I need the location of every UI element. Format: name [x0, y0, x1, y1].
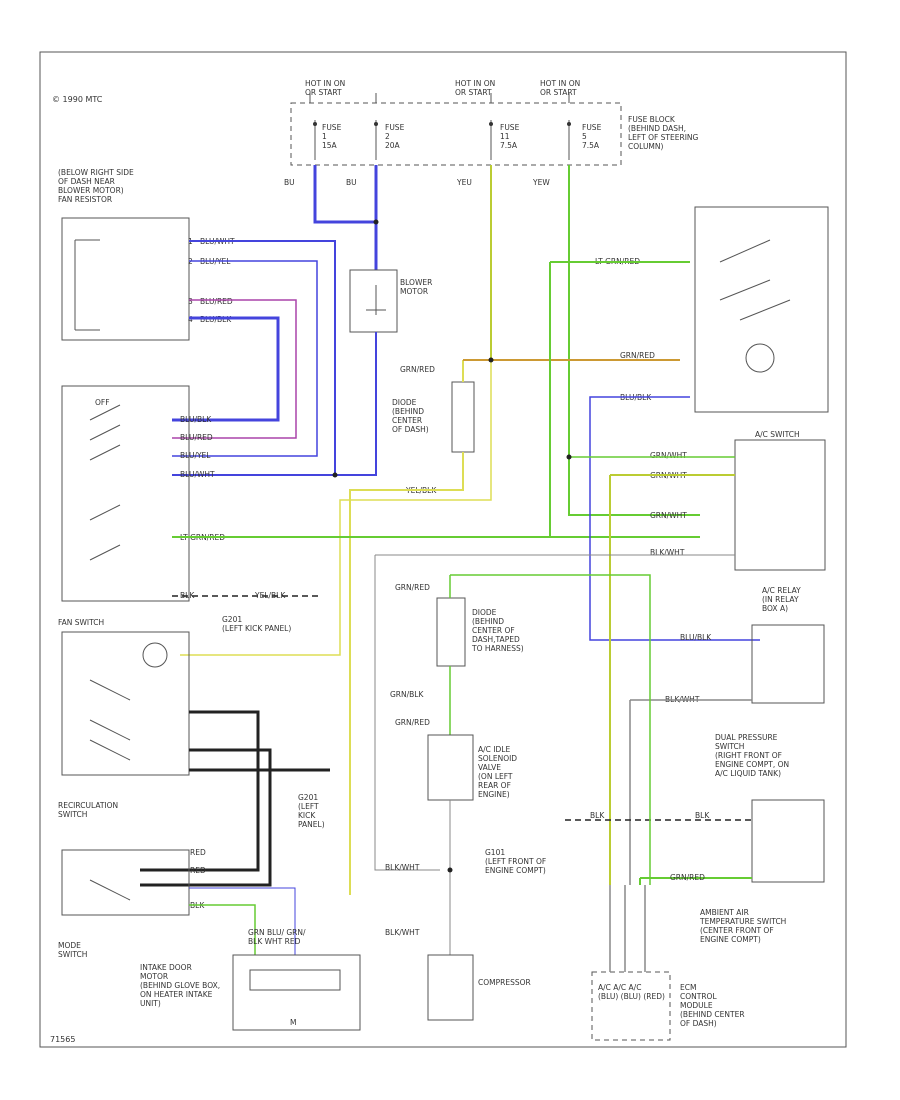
fan-wire-yel: BLU/YEL [180, 451, 211, 460]
wire-mode-blu [189, 887, 296, 955]
wire-label-yew: YEW [532, 178, 550, 187]
intake-motor-m: M [290, 1018, 296, 1027]
fan-switch[interactable]: OFF BLU/BLK BLU/RED BLU/YEL BLU/WHT LT G… [61, 385, 286, 602]
wire-yel-blk [349, 360, 464, 895]
fan-wire-blk: BLU/BLK [180, 415, 212, 424]
wire-label-yeu: YEU [456, 178, 472, 187]
ac-switch-title: A/C SWITCH [755, 430, 800, 439]
blower-pin-3: 3 [188, 297, 193, 306]
diagram-frame [39, 51, 847, 1048]
wire-fuse4-green [568, 165, 700, 516]
wire-relay-ecm [629, 699, 752, 885]
wire-ambient [639, 877, 752, 885]
wire-fan-red-1 [140, 710, 260, 872]
wire-fan-red-2 [140, 748, 272, 887]
dual-pressure-wire-2: BLK [695, 811, 710, 820]
ac-wire-1: GRN/WHT [650, 451, 687, 460]
ecm-pins: A/C A/C A/C(BLU) (BLU) (RED) [598, 983, 665, 1001]
solenoid-wire-top: GRN/RED [395, 718, 430, 727]
diode-2-wire-bot: GRN/BLK [390, 690, 424, 699]
wire-mode-grn [189, 904, 256, 955]
g201-label: G201(LEFT KICK PANEL) [222, 615, 291, 633]
wire-ac-2 [609, 474, 735, 885]
wire-yel-fan [180, 360, 492, 656]
wire-blu-blk [172, 316, 280, 422]
compressor-wire: BLK/WHT [385, 928, 420, 937]
fan-wire-wht: BLU/WHT [180, 470, 215, 479]
ac-wire-4: BLK/WHT [650, 548, 685, 557]
wire-fuse1-blue [313, 165, 376, 224]
recirc-wire-1: RED [190, 848, 206, 857]
fan-switch-title: FAN SWITCH [58, 618, 104, 627]
wire-heater-ltgrn [549, 261, 690, 537]
wire-diode2 [449, 574, 651, 885]
wire-blu-yel [172, 260, 318, 457]
copyright-text: © 1990 MTC [52, 95, 103, 104]
wire-blu-blk-relay [589, 396, 760, 641]
dual-pressure-wire-1: BLK [590, 811, 605, 820]
fan-switch-off: OFF [95, 398, 110, 407]
ac-wire-3: GRN/WHT [650, 511, 687, 520]
wire-label-bu-1: BU [284, 178, 295, 187]
wire-blu-wht [189, 240, 336, 475]
fan-ground: YEL/BLK [254, 591, 286, 600]
intake-wires: GRN BLU/ GRN/BLK WHT RED [248, 928, 306, 946]
g101-wire: BLK/WHT [385, 863, 420, 872]
ac-switch[interactable]: A/C SWITCH GRN/WHT GRN/WHT GRN/WHT BLK/W… [650, 430, 826, 571]
footer-text: 71565 [50, 1035, 75, 1044]
recirc-wire-2: RED [190, 866, 206, 875]
wire-label-bu-2: BU [346, 178, 357, 187]
ac-relay-wire-1: BLU/BLK [680, 633, 712, 642]
wire-ac-ground [374, 554, 735, 871]
blower-wire-3: BLU/RED [200, 297, 233, 306]
heater-wire-2: GRN/RED [620, 351, 655, 360]
wire-blower-to-fan [172, 332, 377, 476]
compressor: COMPRESSOR BLK/WHT [385, 928, 531, 1021]
fan-switch-lower[interactable]: FAN SWITCH G201(LEFT KICK PANEL) [58, 615, 291, 776]
ambient-wire: GRN/RED [670, 873, 705, 882]
fan-wire-red: BLU/RED [180, 433, 213, 442]
heater-control-switch[interactable] [694, 206, 829, 413]
compressor-label: COMPRESSOR [478, 978, 531, 987]
diode-1-wire-top: GRN/RED [400, 365, 435, 374]
wire-blu-red [172, 299, 297, 439]
diode-2-wire-top: GRN/RED [395, 583, 430, 592]
fuse-block-outline [290, 102, 622, 166]
